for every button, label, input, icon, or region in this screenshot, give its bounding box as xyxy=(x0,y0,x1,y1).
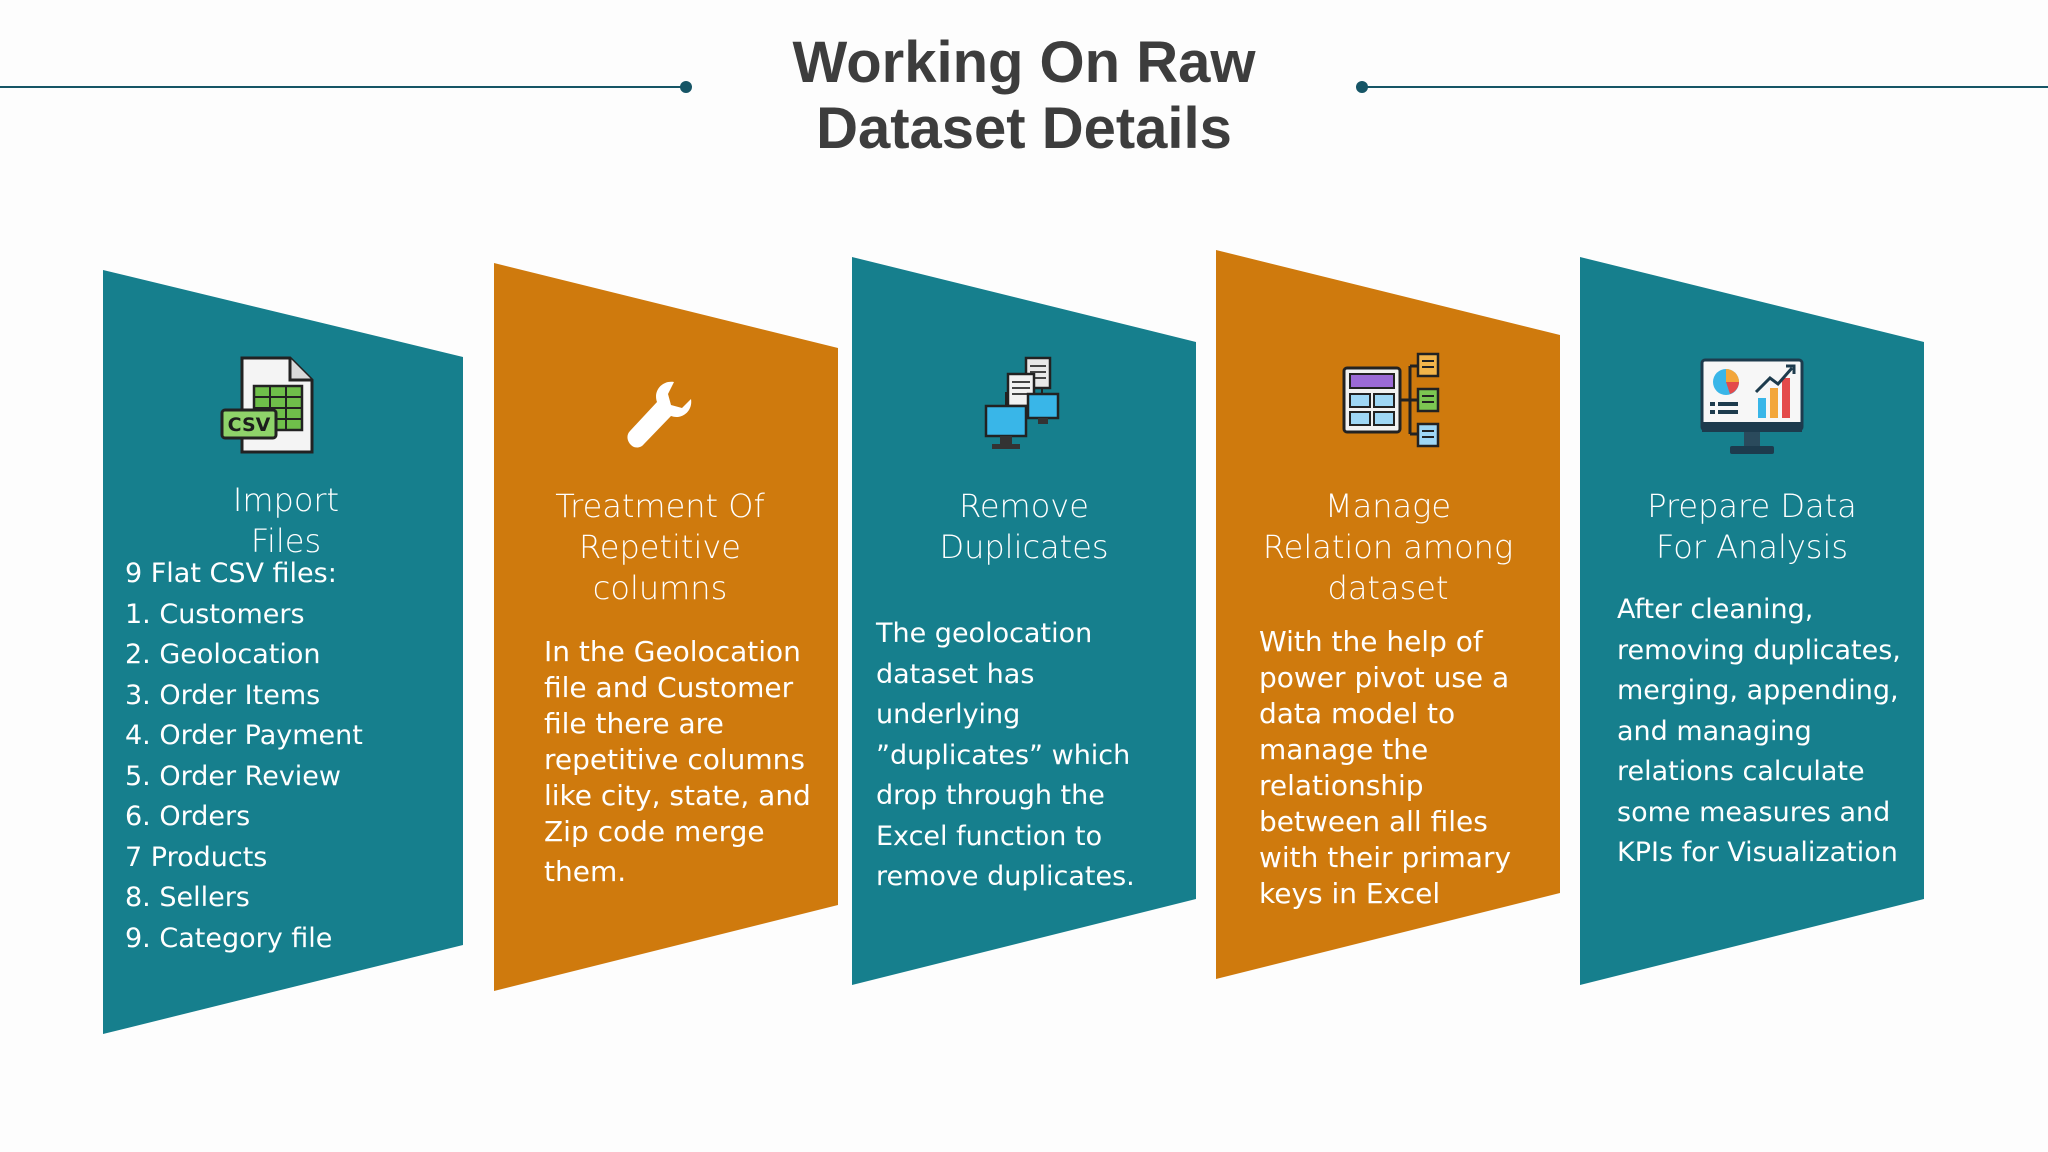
title-rule-right-dot xyxy=(1356,81,1368,93)
step-2-text-line: file and Customer xyxy=(544,671,794,704)
list-item: 8. Sellers xyxy=(125,882,250,913)
step-1-heading-line-1: Import xyxy=(232,481,340,519)
step-2-heading: Treatment Of Repetitive columns xyxy=(520,486,800,609)
step-2-description: In the Geolocation file and Customer fil… xyxy=(544,634,811,890)
step-4-text-line: relationship xyxy=(1259,769,1424,802)
title-rule-right xyxy=(1362,86,2048,88)
step-4-panel xyxy=(1216,250,1560,979)
csv-file-icon: CSV xyxy=(220,356,314,454)
step-5-heading: Prepare Data For Analysis xyxy=(1612,486,1892,568)
wrench-icon xyxy=(627,381,692,448)
step-3-text-line: remove duplicates. xyxy=(876,861,1135,892)
step-5-text-line: KPIs for Visualization xyxy=(1617,837,1898,868)
step-3-heading: Remove Duplicates xyxy=(884,486,1164,568)
step-3-panel xyxy=(852,257,1196,985)
list-item: 1. Customers xyxy=(125,598,305,630)
step-2-text-line: them. xyxy=(544,855,627,888)
step-3-text-line: underlying xyxy=(876,699,1021,730)
step-5-panel xyxy=(1580,257,1924,985)
step-3-description: The geolocation dataset has underlying ”… xyxy=(876,614,1135,898)
title-rule-left-dot xyxy=(680,81,692,93)
step-4-text-line: with their primary xyxy=(1259,841,1512,874)
step-2-heading-line-2: Repetitive xyxy=(579,528,741,566)
step-2-heading-line-1: Treatment Of xyxy=(555,487,765,525)
step-2-text-line: repetitive columns xyxy=(544,743,805,776)
list-item: 5. Order Review xyxy=(125,760,341,792)
step-3-heading-line-1: Remove xyxy=(959,487,1089,525)
list-item: 2. Geolocation xyxy=(125,639,321,670)
step-4-heading-line-1: Manage xyxy=(1325,487,1451,525)
step-5-text-line: After cleaning, xyxy=(1617,594,1814,625)
step-4-description: With the help of power pivot use a data … xyxy=(1259,624,1511,912)
step-4-text-line: data model to xyxy=(1259,697,1456,730)
title-rule-left xyxy=(0,86,686,88)
step-1-panel xyxy=(103,270,463,1034)
step-4-heading-line-3: dataset xyxy=(1327,569,1449,607)
list-item: 3. Order Items xyxy=(125,679,321,711)
analytics-monitor-icon xyxy=(1700,358,1804,454)
step-5-text-line: some measures and xyxy=(1617,796,1891,828)
step-5-text-line: relations calculate xyxy=(1617,756,1865,787)
step-4-text-line: keys in Excel xyxy=(1259,877,1441,910)
page-title: Working On Raw Dataset Details xyxy=(640,30,1408,162)
step-5-description: After cleaning, removing duplicates, mer… xyxy=(1617,590,1901,874)
step-4-text-line: power pivot use a xyxy=(1259,661,1510,694)
step-3-text-line: ”duplicates” which xyxy=(876,739,1131,771)
step-3-text-line: dataset has xyxy=(876,658,1035,690)
svg-text:CSV: CSV xyxy=(228,414,271,436)
step-2-text-line: Zip code merge xyxy=(544,815,765,848)
step-2-text-line: file there are xyxy=(544,707,724,740)
step-1-heading-line-2: Files xyxy=(250,522,322,560)
step-4-text-line: between all files xyxy=(1259,805,1488,838)
list-item: 9. Category file xyxy=(125,922,333,954)
step-2-text-line: like city, state, and xyxy=(544,779,811,812)
step-3-text-line: The geolocation xyxy=(876,618,1093,649)
data-model-icon xyxy=(1342,352,1440,448)
step-5-text-line: and managing xyxy=(1617,715,1812,747)
title-line-2: Dataset Details xyxy=(816,96,1232,161)
list-item: 6. Orders xyxy=(125,801,251,832)
step-1-list: 9 Flat CSV files: 1. Customers 2. Geoloc… xyxy=(125,554,363,959)
step-2-panel xyxy=(494,263,838,991)
list-item: 7 Products xyxy=(125,841,268,873)
list-item: 4. Order Payment xyxy=(125,720,363,751)
step-5-text-line: merging, appending, xyxy=(1617,675,1899,706)
step-1-list-heading: 9 Flat CSV files: xyxy=(125,558,337,589)
step-5-heading-line-2: For Analysis xyxy=(1655,528,1848,566)
step-4-text-line: manage the xyxy=(1259,733,1429,766)
title-line-1: Working On Raw xyxy=(792,30,1256,95)
step-5-text-line: removing duplicates, xyxy=(1617,634,1901,666)
step-4-text-line: With the help of xyxy=(1259,625,1483,658)
step-3-text-line: Excel function to xyxy=(876,820,1103,852)
step-5-heading-line-1: Prepare Data xyxy=(1647,487,1857,525)
step-3-text-line: drop through the xyxy=(876,780,1105,811)
step-3-heading-line-2: Duplicates xyxy=(939,528,1109,566)
network-computers-icon xyxy=(984,356,1060,449)
step-2-heading-line-3: columns xyxy=(592,569,728,607)
step-1-heading: Import Files xyxy=(186,480,386,562)
step-4-heading: Manage Relation among dataset xyxy=(1248,486,1528,609)
step-4-heading-line-2: Relation among xyxy=(1262,528,1514,566)
step-2-text-line: In the Geolocation xyxy=(544,635,801,668)
